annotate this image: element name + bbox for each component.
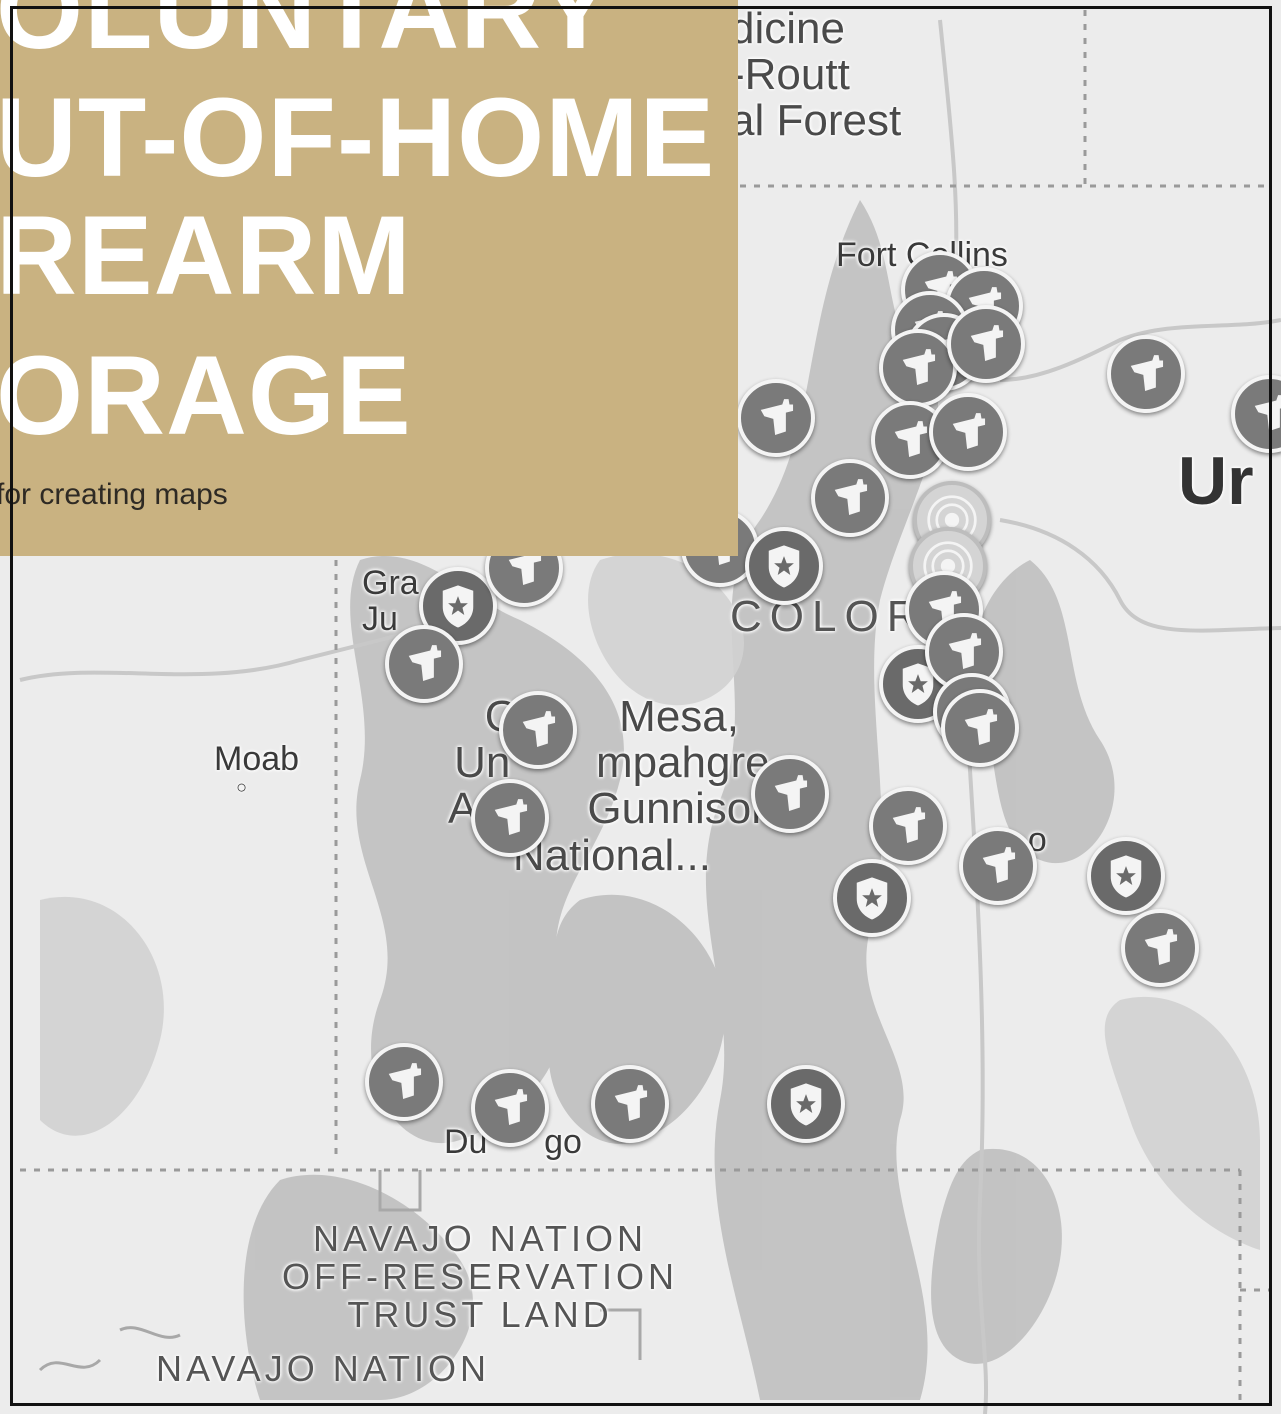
map-marker-police-30[interactable] bbox=[833, 859, 911, 937]
map-marker-gun-11[interactable] bbox=[929, 393, 1007, 471]
label-grand-junction: Gra Ju bbox=[362, 564, 419, 638]
map-marker-gun-12[interactable] bbox=[811, 459, 889, 537]
title-line-2: UT-OF-HOME bbox=[0, 75, 716, 200]
map-marker-gun-35[interactable] bbox=[591, 1065, 669, 1143]
map-marker-gun-7[interactable] bbox=[1107, 335, 1185, 413]
map-marker-gun-33[interactable] bbox=[365, 1043, 443, 1121]
map-marker-gun-28[interactable] bbox=[869, 787, 947, 865]
map-marker-police-14[interactable] bbox=[745, 527, 823, 605]
map-marker-gun-34[interactable] bbox=[471, 1069, 549, 1147]
map-marker-gun-27[interactable] bbox=[751, 755, 829, 833]
map-marker-gun-29[interactable] bbox=[959, 827, 1037, 905]
label-medicine-bow-routt: dicine -Routt al Forest bbox=[730, 4, 902, 146]
title-panel: OLUNTARY UT-OF-HOME REARM ORAGE for crea… bbox=[0, 0, 738, 556]
map-marker-gun-6[interactable] bbox=[947, 305, 1025, 383]
map-marker-police-15[interactable] bbox=[419, 567, 497, 645]
subtitle: for creating maps bbox=[0, 478, 228, 511]
title-line-4: ORAGE bbox=[0, 333, 412, 458]
label-united-states: Ur bbox=[1178, 443, 1254, 519]
map-marker-gun-9[interactable] bbox=[737, 379, 815, 457]
map-marker-gun-32[interactable] bbox=[1121, 909, 1199, 987]
label-navajo-nation: NAVAJO NATION bbox=[156, 1348, 491, 1389]
map-marker-gun-24[interactable] bbox=[941, 689, 1019, 767]
map-marker-police-31[interactable] bbox=[1087, 837, 1165, 915]
label-navajo-trust-land: NAVAJO NATION OFF-RESERVATION TRUST LAND bbox=[282, 1218, 679, 1335]
title-line-3: REARM bbox=[0, 193, 412, 318]
map-marker-gun-26[interactable] bbox=[471, 779, 549, 857]
label-moab: Moab ○ bbox=[214, 740, 300, 797]
map-marker-gun-17[interactable] bbox=[385, 625, 463, 703]
map-marker-gun-25[interactable] bbox=[499, 691, 577, 769]
map-marker-gun-5[interactable] bbox=[879, 329, 957, 407]
map-marker-police-36[interactable] bbox=[767, 1065, 845, 1143]
map-marker-gun-8[interactable] bbox=[1231, 375, 1281, 453]
title-line-1: OLUNTARY bbox=[0, 0, 614, 72]
